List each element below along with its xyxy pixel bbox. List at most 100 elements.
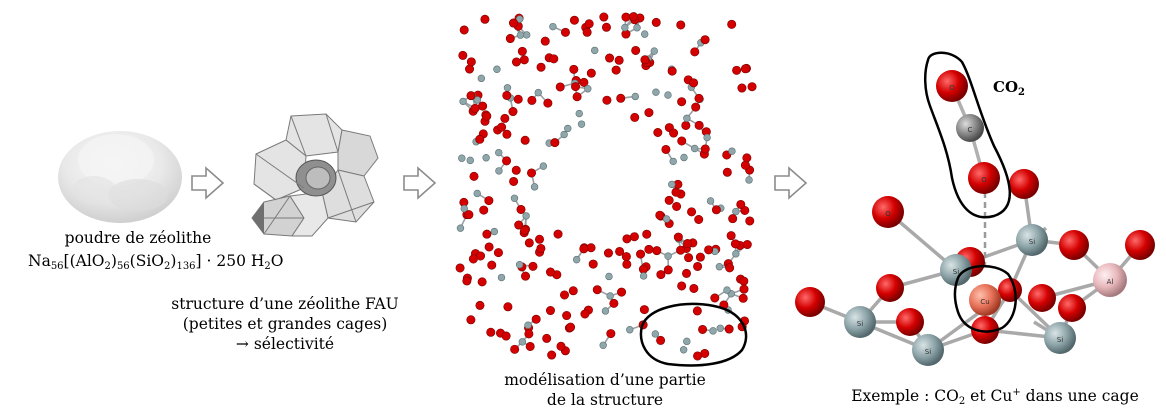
- oxygen-atom: [664, 195, 674, 205]
- atom-label-carbon: C: [968, 126, 973, 134]
- oxygen-atom: [513, 94, 523, 104]
- silicon-atom: [549, 22, 557, 31]
- oxygen-atom: [545, 267, 555, 277]
- oxygen-atom: [1125, 230, 1155, 260]
- oxygen-atom: [580, 309, 590, 319]
- atom-label-oxygen: O: [885, 210, 891, 218]
- oxygen-atom: [629, 12, 639, 22]
- oxygen-atom: [571, 82, 581, 92]
- oxygen-atom: [736, 199, 746, 209]
- oxygen-atom: [728, 214, 738, 224]
- silicon-atom: [844, 306, 876, 338]
- oxygen-atom: [616, 93, 626, 103]
- silicon-atom: [564, 124, 572, 133]
- oxygen-atom: [519, 55, 529, 65]
- oxygen-atom: [592, 285, 602, 295]
- oxygen-atom: [727, 19, 737, 29]
- oxygen-atom: [694, 93, 704, 103]
- oxygen-atom: [651, 17, 661, 27]
- silicon-atom: [641, 30, 649, 38]
- silicon-atom: [477, 74, 486, 83]
- oxygen-atom: [630, 112, 640, 122]
- oxygen-atom: [605, 53, 615, 63]
- silicon-atom: [652, 88, 660, 96]
- hollow-right-arrow-icon: [403, 166, 437, 200]
- oxygen-atom: [482, 111, 492, 121]
- silicon-atom: [912, 334, 944, 366]
- oxygen-atom: [531, 314, 541, 324]
- oxygen-atom: [476, 251, 486, 261]
- oxygen-atom: [566, 322, 576, 332]
- silicon-atom: [639, 272, 648, 280]
- oxygen-atom: [673, 232, 683, 242]
- silicon-atom: [703, 133, 711, 142]
- oxygen-atom: [480, 14, 490, 24]
- oxygen-atom: [725, 263, 735, 273]
- silicon-atom: [522, 212, 530, 220]
- silicon-atom: [458, 154, 466, 162]
- silicon-atom: [606, 292, 614, 300]
- silicon-atom: [690, 144, 699, 153]
- oxygen-atom: [466, 57, 476, 67]
- oxygen-atom: [683, 239, 693, 249]
- oxygen-atom: [493, 248, 503, 258]
- oxygen-atom: [569, 15, 579, 25]
- silicon-atom: [683, 337, 691, 346]
- oxygen-atom: [584, 19, 594, 29]
- oxygen-atom: [614, 55, 624, 65]
- framework-caption-line: → sélectivité: [235, 335, 335, 353]
- oxygen-atom: [722, 167, 732, 177]
- oxygen-atom: [622, 234, 632, 244]
- oxygen-atom: [639, 305, 649, 315]
- powder-caption: poudre de zéolithe: [64, 229, 212, 247]
- oxygen-atom: [545, 306, 555, 316]
- oxygen-atom: [528, 261, 538, 271]
- oxygen-atom: [466, 315, 476, 325]
- oxygen-atom: [520, 225, 530, 235]
- silicon-atom: [572, 255, 581, 264]
- silicon-atom: [460, 204, 468, 213]
- cage-co2-cu-image: O C O O Si Si Si Si Si Al Cu: [795, 51, 1155, 366]
- oxygen-atom: [606, 329, 616, 339]
- silicon-atom: [495, 167, 503, 175]
- silicon-atom: [599, 341, 607, 349]
- silicon-atom: [626, 326, 634, 334]
- carbon-atom: [956, 114, 984, 142]
- oxygen-atom: [652, 246, 662, 256]
- oxygen-atom: [459, 25, 469, 35]
- oxygen-atom: [700, 35, 710, 45]
- oxygen-atom: [502, 156, 512, 166]
- oxygen-atom: [536, 243, 546, 253]
- oxygen-atom: [684, 253, 694, 263]
- silicon-atom: [503, 84, 512, 92]
- oxygen-atom: [470, 103, 480, 113]
- oxygen-atom: [543, 98, 553, 108]
- oxygen-atom: [1059, 230, 1089, 260]
- oxygen-atom: [677, 97, 687, 107]
- silicon-atom: [680, 153, 688, 162]
- oxygen-atom: [872, 196, 904, 228]
- oxygen-atom: [667, 66, 677, 76]
- silicon-atom: [473, 189, 481, 198]
- oxygen-atom: [487, 260, 497, 270]
- oxygen-atom: [559, 290, 569, 300]
- oxygen-atom: [1058, 294, 1086, 322]
- oxygen-atom: [547, 350, 557, 360]
- oxygen-atom: [511, 57, 521, 67]
- oxygen-atom: [555, 82, 565, 92]
- silicon-atom: [518, 338, 527, 346]
- oxygen-atom: [677, 281, 687, 291]
- oxygen-atom: [676, 245, 686, 255]
- silicon-atom: [706, 197, 715, 205]
- oxygen-atom: [711, 205, 721, 215]
- oxygen-atom: [497, 122, 507, 132]
- oxygen-atom: [998, 278, 1022, 302]
- oxygen-atom: [1028, 284, 1056, 312]
- oxygen-atom: [486, 327, 496, 337]
- oxygen-atom: [525, 341, 535, 351]
- silicon-atom: [732, 250, 740, 258]
- oxygen-atom: [693, 351, 703, 361]
- silicon-atom: [524, 321, 532, 329]
- silicon-atom: [482, 154, 490, 162]
- silicon-atom: [715, 263, 724, 271]
